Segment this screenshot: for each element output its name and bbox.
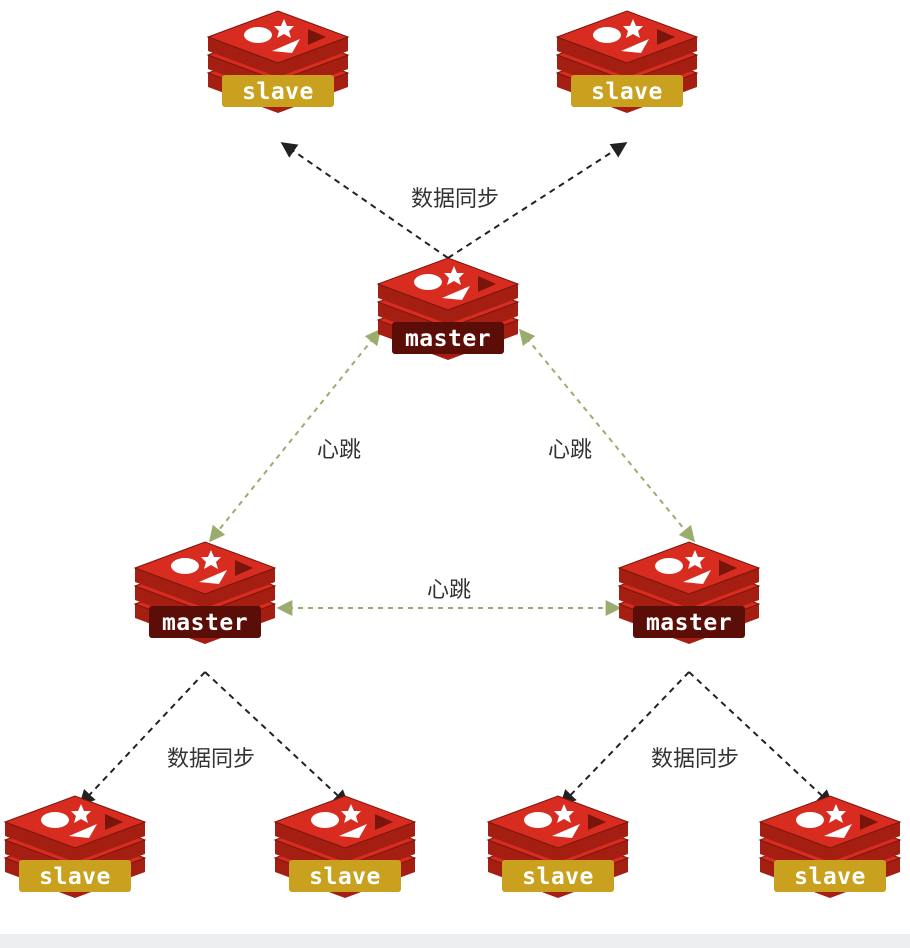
node-label: slave: [591, 79, 663, 105]
bottom-strip: [0, 934, 910, 948]
sync-edge-master-left-to-slave-bottom-1: [78, 671, 206, 807]
heartbeat-label-right: 心跳: [548, 438, 592, 463]
sync-label-top: 数据同步: [411, 187, 499, 212]
labels-layer: 数据同步 心跳 心跳 心跳 数据同步 数据同步: [167, 187, 739, 772]
sync-edge-master-right-to-slave-bottom-3: [559, 671, 690, 807]
redis-stack-icon: [555, 10, 699, 113]
redis-stack-icon: [206, 10, 350, 113]
slave-node-bottom-3: slave: [486, 795, 630, 898]
redis-stack-icon: [617, 541, 761, 644]
sync-label-bottom-right: 数据同步: [651, 747, 739, 772]
heartbeat-edge-master-top-to-master-right: [518, 328, 696, 543]
heartbeat-edge-master-top-to-master-left: [208, 328, 382, 543]
node-label: master: [162, 610, 248, 636]
node-label: master: [646, 610, 732, 636]
slave-node-bottom-1: slave: [3, 795, 147, 898]
redis-stack-icon: [133, 541, 277, 644]
sync-edge-master-left-to-slave-bottom-2: [204, 671, 350, 807]
redis-stack-icon: [758, 795, 902, 898]
slave-node-top-left: slave: [206, 10, 350, 113]
master-node-left: master: [133, 541, 277, 644]
node-label: slave: [242, 79, 314, 105]
node-label: slave: [522, 864, 594, 890]
slave-node-top-right: slave: [555, 10, 699, 113]
slave-node-bottom-4: slave: [758, 795, 902, 898]
slave-node-bottom-2: slave: [273, 795, 417, 898]
redis-stack-icon: [486, 795, 630, 898]
sync-edge-master-top-to-slave-top-left: [280, 142, 449, 259]
heartbeat-label-middle: 心跳: [427, 578, 471, 603]
edges-layer: [78, 142, 834, 807]
node-label: slave: [39, 864, 111, 890]
master-node-right: master: [617, 541, 761, 644]
redis-stack-icon: [376, 257, 520, 360]
redis-stack-icon: [273, 795, 417, 898]
heartbeat-label-left: 心跳: [317, 438, 361, 463]
sync-edge-master-top-to-slave-top-right: [447, 142, 628, 259]
node-label: slave: [309, 864, 381, 890]
node-label: slave: [794, 864, 866, 890]
sync-label-bottom-left: 数据同步: [167, 747, 255, 772]
node-label: master: [405, 326, 491, 352]
master-node-top: master: [376, 257, 520, 360]
sync-edge-master-right-to-slave-bottom-4: [688, 671, 834, 807]
redis-stack-icon: [3, 795, 147, 898]
nodes-layer: slave slave master master master slave s…: [3, 10, 902, 898]
